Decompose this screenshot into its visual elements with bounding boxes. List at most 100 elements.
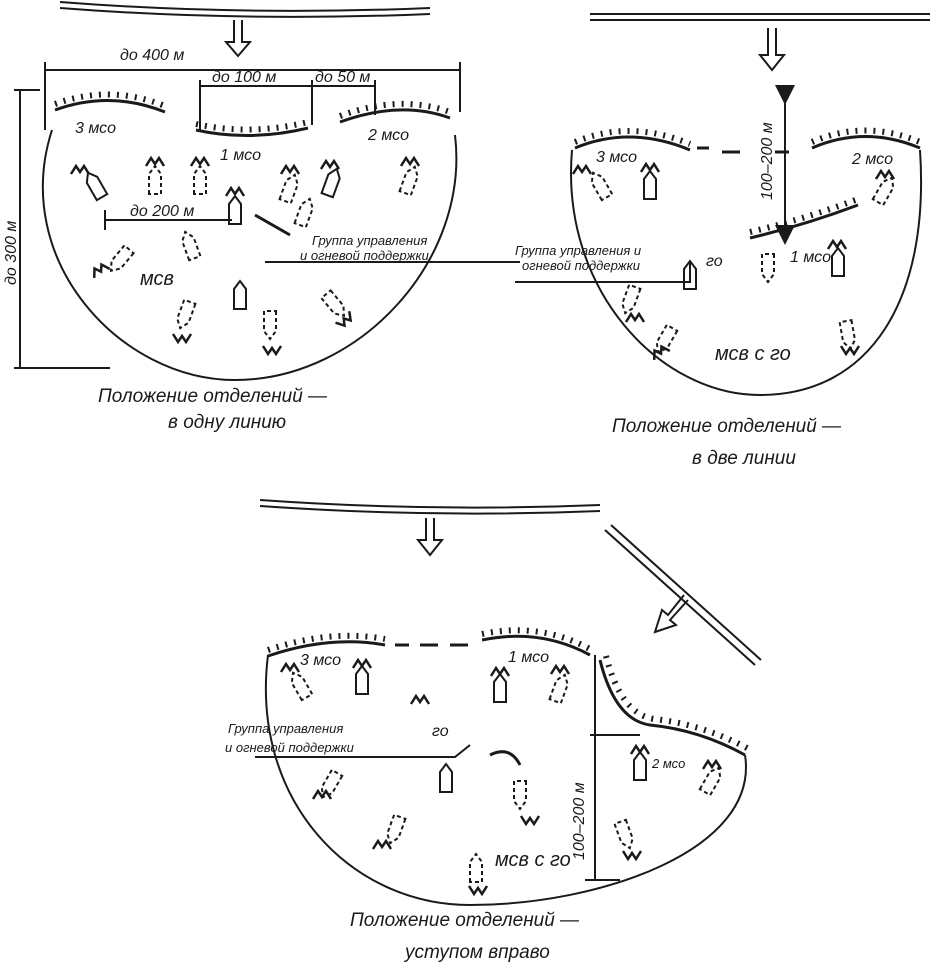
- vehicle-icon: [85, 171, 109, 202]
- diagram-one-line: до 400 м до 100 м до 50 м до 300 м до 20…: [3, 1, 520, 433]
- vehicle-icon: [233, 279, 247, 310]
- dismount-position-icon: [224, 185, 246, 197]
- dim-width: до 400 м: [120, 47, 184, 64]
- squad-2-label: 2 мсо: [367, 127, 409, 144]
- vehicle-icon: [493, 672, 507, 703]
- diagram-echelon-right: 100–200 м 3 мсо 1 мсо 2 мсо Группа управ…: [225, 499, 762, 963]
- vehicle-icon: [548, 673, 569, 705]
- dismount-position-icon: [701, 758, 723, 770]
- group-leader-line: [515, 262, 691, 283]
- trench-2: [338, 100, 452, 124]
- dismount-position-icon: [189, 155, 211, 167]
- depth-dimension: [585, 655, 640, 881]
- platoon-boundary: [570, 149, 922, 397]
- direction-arrow: [259, 499, 601, 557]
- caption-line-1: Положение отделений —: [350, 910, 580, 931]
- vehicle-icon: [193, 164, 207, 195]
- dimension-lines: [14, 62, 520, 369]
- dismount-position-icon: [489, 665, 511, 677]
- caption-line-2: в одну линию: [168, 412, 286, 433]
- diagram-two-lines: 100–200 м 3 мсо 2 мсо 1 мсо Группа управ…: [515, 13, 930, 469]
- dismount-position-icon: [549, 663, 571, 675]
- group-label-1: Группа управления: [312, 233, 427, 248]
- squad-1-label: 1 мсо: [790, 249, 831, 266]
- group-label-2: огневой поддержки: [522, 258, 640, 273]
- platoon-boundary: [264, 654, 747, 907]
- go-label: го: [706, 253, 723, 270]
- dim-gap2: до 50 м: [315, 69, 370, 86]
- dismount-position-icon: [652, 344, 671, 361]
- vehicle-icon: [590, 171, 614, 202]
- trench-small: [254, 213, 291, 237]
- vehicle-icon: [319, 289, 346, 318]
- vehicle-icon: [621, 283, 642, 315]
- vehicle-icon: [439, 762, 453, 793]
- vehicle-icon: [633, 750, 647, 781]
- group-label-2: и огневой поддержки: [225, 740, 354, 755]
- dismount-position-icon: [639, 161, 661, 173]
- trench-3: [573, 128, 692, 152]
- vehicle-icon: [871, 176, 895, 207]
- dismount-position-icon: [351, 657, 373, 669]
- vehicle-icon: [386, 813, 407, 845]
- dismount-position-icon: [335, 310, 353, 328]
- dismount-position-icon: [279, 661, 301, 673]
- go-label: го: [432, 723, 449, 740]
- caption-line-2: уступом вправо: [403, 942, 550, 963]
- dismount-position-icon: [399, 155, 421, 167]
- vehicle-icon: [293, 197, 314, 229]
- dismount-position-icon: [571, 163, 593, 175]
- vehicle-icon: [181, 230, 202, 262]
- vehicle-icon: [469, 852, 483, 883]
- vehicle-icon: [263, 310, 277, 341]
- dismount-position-icon: [92, 262, 111, 279]
- dismount-position-icon: [319, 158, 341, 170]
- dim-depth: 100–200 м: [571, 782, 588, 860]
- dismount-position-icon: [261, 345, 283, 357]
- trench-1: [749, 196, 860, 240]
- dismount-position-icon: [826, 238, 848, 250]
- dismount-position-icon: [621, 850, 643, 862]
- vehicle-icon: [228, 194, 242, 225]
- group-leader-line: [255, 744, 471, 758]
- platoon-label: мсв: [140, 268, 174, 290]
- platoon-boundary: [41, 129, 458, 382]
- vehicle-icon: [290, 671, 314, 702]
- trench-2: [810, 127, 922, 150]
- vehicle-icon: [320, 167, 341, 199]
- dismount-position-icon: [69, 163, 91, 175]
- platoon-label: мсв с го: [495, 849, 571, 871]
- trench-3: [267, 632, 386, 658]
- squad-3-label: 3 мсо: [300, 652, 341, 669]
- dismount-position-icon: [874, 168, 896, 180]
- vehicle-icon: [698, 766, 722, 797]
- dismount-position-icon: [171, 333, 193, 345]
- dismount-position-icon: [311, 788, 333, 800]
- group-label-2: и огневой поддержки: [300, 248, 429, 263]
- trench-small: [489, 750, 522, 766]
- group-label-1: Группа управления: [228, 721, 343, 736]
- dismount-position-icon: [467, 885, 489, 897]
- dim-inner: до 200 м: [130, 203, 194, 220]
- vehicle-icon: [655, 323, 679, 354]
- trench-3: [53, 91, 167, 114]
- direction-arrow: [59, 1, 431, 58]
- vehicle-symbols: [69, 155, 896, 897]
- vehicle-icon: [148, 164, 162, 195]
- dismount-position-icon: [371, 838, 393, 850]
- vehicle-icon: [398, 165, 419, 197]
- dismount-position-icon: [519, 815, 541, 827]
- vehicle-icon: [613, 818, 634, 850]
- squad-2-label: 2 мсо: [851, 151, 893, 168]
- dim-depth: 100–200 м: [759, 122, 776, 200]
- vehicle-icon: [683, 259, 697, 290]
- vehicle-icon: [176, 298, 197, 330]
- squad-2-label: 2 мсо: [651, 756, 685, 771]
- squad-3-label: 3 мсо: [75, 120, 116, 137]
- squad-1-label: 1 мсо: [220, 147, 261, 164]
- dim-depth: до 300 м: [3, 221, 20, 285]
- dismount-position-icon: [279, 163, 301, 175]
- vehicle-icon: [831, 246, 845, 277]
- squad-3-label: 3 мсо: [596, 149, 637, 166]
